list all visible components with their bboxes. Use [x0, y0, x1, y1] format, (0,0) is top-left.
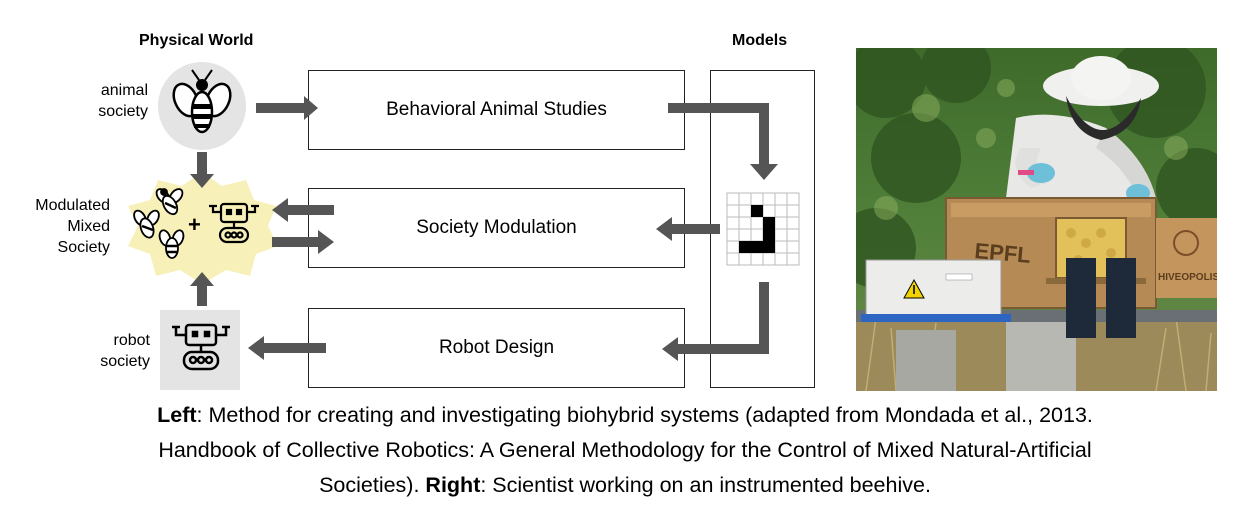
model-grid-icon	[726, 192, 800, 266]
society-modulation-box: Society Modulation	[308, 188, 685, 268]
robot-design-box: Robot Design	[308, 308, 685, 388]
mixed-society-label: Modulated Mixed Society	[35, 197, 110, 256]
caption-line-3-start: Societies).	[319, 473, 426, 497]
behavioral-studies-label: Behavioral Animal Studies	[386, 99, 607, 120]
small-bee-icon	[158, 229, 185, 259]
robot-society-label: robot society	[100, 332, 150, 370]
arrows	[190, 96, 778, 361]
figure-caption: Left: Method for creating and investigat…	[0, 398, 1250, 503]
robot-icon	[172, 323, 230, 371]
small-bee-icon	[133, 209, 160, 239]
society-modulation-label: Society Modulation	[416, 217, 577, 238]
arrow-bent-down-icon	[668, 103, 778, 180]
behavioral-studies-box: Behavioral Animal Studies	[308, 70, 685, 150]
arrow-left-icon	[248, 336, 326, 360]
plus-sign: +	[188, 212, 201, 237]
arrow-bent-left-icon	[662, 282, 769, 361]
arrow-down-icon	[190, 152, 214, 188]
arrow-right-icon	[272, 230, 334, 254]
arrow-left-icon	[656, 217, 720, 241]
arrow-up-icon	[190, 272, 214, 306]
caption-left-text: : Method for creating and investigating …	[196, 403, 1093, 427]
small-robot-icon	[209, 202, 259, 244]
physical-world-title: Physical World	[139, 32, 254, 49]
robot-design-label: Robot Design	[438, 337, 555, 358]
models-title: Models	[732, 32, 788, 49]
arrow-right-icon	[256, 96, 318, 120]
caption-line-3: Societies). Right: Scientist working on …	[0, 468, 1250, 503]
diagram-graphics: +	[128, 62, 800, 390]
small-bee-icon	[155, 188, 184, 216]
bee-icon	[158, 62, 246, 150]
hiveopolis-logo: HIVEOPOLIS	[1158, 272, 1217, 283]
caption-right-bold: Right	[425, 473, 481, 497]
arrow-left-icon	[272, 198, 334, 222]
caption-line-2: Handbook of Collective Robotics: A Gener…	[158, 438, 1092, 462]
caption-right-text: : Scientist working on an instrumented b…	[480, 473, 931, 497]
animal-society-label: animal society	[98, 82, 148, 120]
caption-left-bold: Left	[157, 403, 197, 427]
beehive-photo: EPFL HIVEOPOLIS	[856, 48, 1217, 391]
caption-line-1: Left: Method for creating and investigat…	[0, 398, 1250, 433]
